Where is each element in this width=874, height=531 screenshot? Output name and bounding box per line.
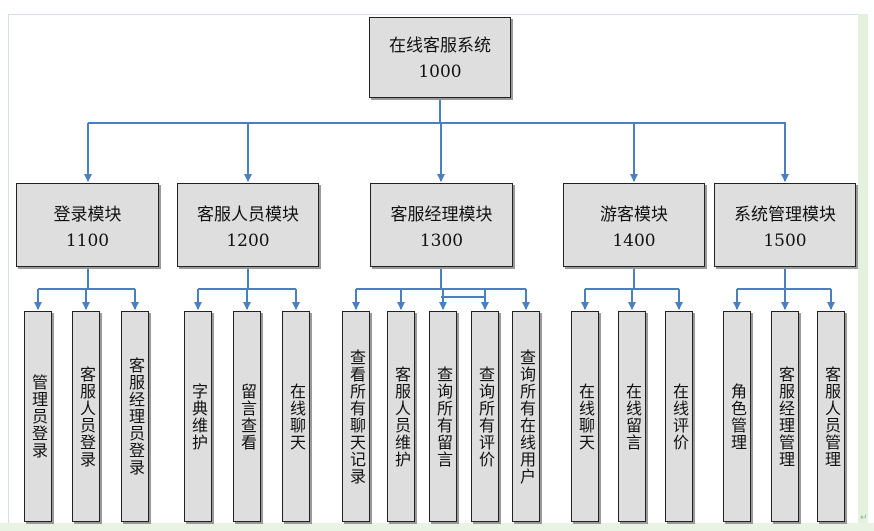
leaf-label: 在线聊天 (287, 382, 306, 451)
leaf-label: 在线评价 (670, 382, 689, 451)
root-code: 1000 (418, 62, 462, 82)
leaf-query-messages: 查询所有留言 (429, 311, 457, 522)
module-code: 1100 (65, 231, 110, 251)
module-visitor: 游客模块 1400 (563, 183, 705, 267)
leaf-manager-login: 客服经理员登录 (121, 311, 149, 522)
leaf-agent-management: 客服人员管理 (817, 311, 845, 522)
leaf-label: 客服人员登录 (77, 365, 96, 468)
leaf-agent-login: 客服人员登录 (72, 311, 100, 522)
root-title: 在线客服系统 (389, 36, 491, 56)
leaf-role-management: 角色管理 (723, 311, 751, 522)
leaf-label: 角色管理 (728, 382, 747, 451)
page-edge-right (858, 14, 868, 523)
leaf-dictionary-maintenance: 字典维护 (184, 311, 212, 522)
module-login: 登录模块 1100 (16, 183, 159, 267)
module-title: 系统管理模块 (734, 205, 836, 225)
page-edge-bottom (0, 523, 874, 531)
leaf-label: 查询所有评价 (476, 365, 495, 468)
leaf-online-evaluation: 在线评价 (665, 311, 693, 522)
module-code: 1300 (419, 231, 464, 251)
leaf-query-online-users: 查询所有在线用户 (512, 311, 540, 522)
leaf-label: 客服人员管理 (822, 365, 841, 468)
module-title: 客服人员模块 (197, 205, 299, 225)
leaf-view-chat-records: 查看所有聊天记录 (342, 311, 370, 522)
leaf-label: 客服经理管理 (776, 365, 795, 468)
leaf-manager-management: 客服经理管理 (771, 311, 799, 522)
leaf-agent-maintenance: 客服人员维护 (387, 311, 415, 522)
module-title: 客服经理模块 (390, 205, 493, 225)
module-title: 游客模块 (600, 205, 668, 225)
leaf-view-messages: 留言查看 (233, 311, 261, 522)
leaf-label: 查询所有在线用户 (517, 348, 536, 485)
leaf-label: 字典维护 (189, 382, 208, 451)
leaf-online-message: 在线留言 (618, 311, 646, 522)
module-code: 1200 (226, 231, 270, 251)
module-system: 系统管理模块 1500 (714, 183, 856, 267)
leaf-label: 查看所有聊天记录 (347, 348, 366, 485)
leaf-label: 客服人员维护 (392, 365, 411, 468)
leaf-admin-login: 管理员登录 (24, 311, 52, 522)
paragraph-mark-icon: ↵ (860, 513, 868, 523)
leaf-label: 客服经理员登录 (126, 357, 145, 476)
leaf-label: 管理员登录 (29, 374, 48, 459)
leaf-query-evaluations: 查询所有评价 (471, 311, 499, 522)
module-code: 1400 (612, 231, 656, 251)
leaf-agent-online-chat: 在线聊天 (282, 311, 310, 522)
module-manager: 客服经理模块 1300 (370, 183, 513, 267)
leaf-visitor-online-chat: 在线聊天 (571, 311, 599, 522)
leaf-label: 留言查看 (238, 382, 257, 451)
module-code: 1500 (763, 231, 807, 251)
module-agent: 客服人员模块 1200 (177, 183, 319, 267)
root-node: 在线客服系统 1000 (369, 17, 511, 98)
leaf-label: 查询所有留言 (434, 365, 453, 468)
module-title: 登录模块 (53, 205, 122, 225)
leaf-label: 在线留言 (623, 382, 642, 451)
leaf-label: 在线聊天 (576, 382, 595, 451)
